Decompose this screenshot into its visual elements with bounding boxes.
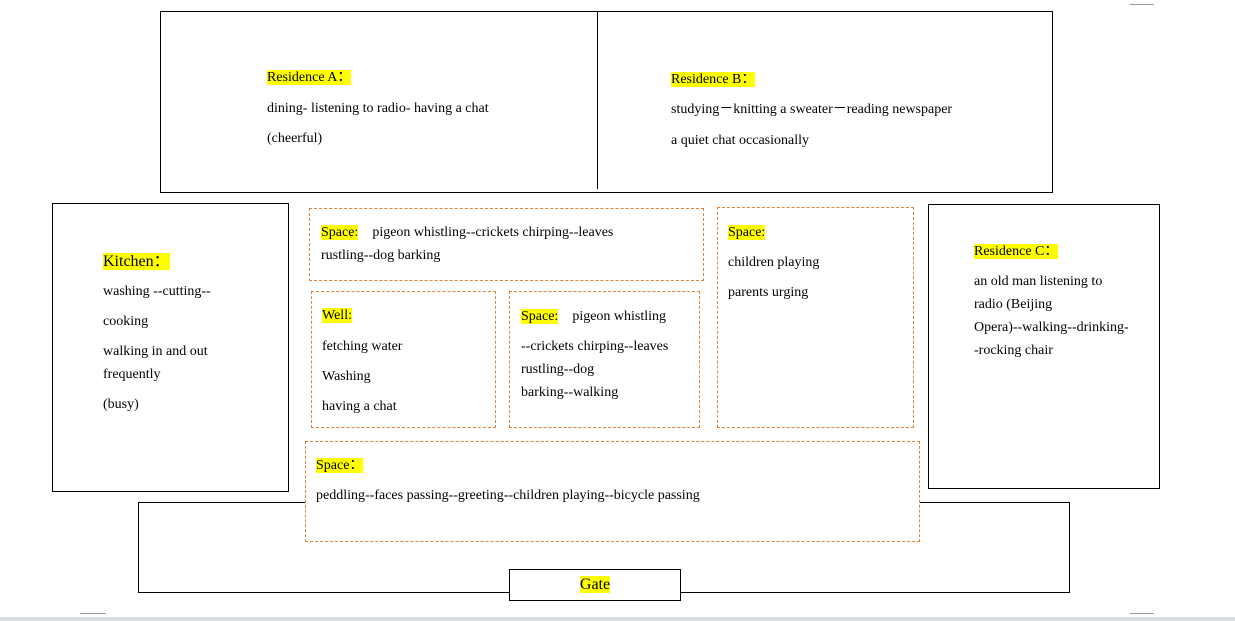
- crop-mark-top-right: [1130, 4, 1154, 5]
- space-top-line-2: rustling--dog barking: [321, 248, 441, 263]
- space-right-line-2: parents urging: [728, 285, 809, 300]
- space-middle-title: Space:: [521, 309, 559, 324]
- residence-c-line-1: an old man listening to: [974, 274, 1103, 289]
- kitchen-title: Kitchen：: [103, 253, 170, 270]
- residence-c-line-2: radio (Beijing: [974, 297, 1053, 312]
- crop-mark-bottom-right-h: [1130, 613, 1154, 614]
- residence-a-mood: (cheerful): [267, 131, 323, 146]
- well-line-2: Washing: [322, 369, 371, 384]
- space-middle-line-4: barking--walking: [521, 385, 619, 400]
- well-line-1: fetching water: [322, 339, 403, 354]
- residence-b-title: Residence B：: [671, 72, 756, 87]
- space-bottom-title: Space：: [316, 458, 364, 473]
- space-bottom-box: [305, 441, 920, 542]
- crop-mark-bottom-left-h: [80, 613, 106, 614]
- residence-a-activities: dining- listening to radio- having a cha…: [267, 101, 489, 116]
- space-right-box: [717, 207, 914, 428]
- space-middle-line-2: --crickets chirping--leaves: [521, 339, 669, 354]
- kitchen-box: [52, 203, 289, 492]
- space-bottom-line-1: peddling--faces passing--greeting--child…: [316, 488, 700, 503]
- well-title: Well:: [322, 308, 352, 323]
- space-middle-box: [509, 291, 700, 428]
- kitchen-line-5: (busy): [103, 397, 139, 412]
- space-right-title: Space:: [728, 225, 766, 240]
- kitchen-line-3: walking in and out: [103, 344, 208, 359]
- window-bottom-bar: [0, 617, 1235, 621]
- space-top-title: Space:: [321, 225, 359, 240]
- space-middle-line-3: rustling--dog: [521, 362, 595, 377]
- well-line-3: having a chat: [322, 399, 397, 414]
- residence-c-line-3: Opera)--walking--drinking-: [974, 320, 1129, 335]
- residence-b-activities: studying－knitting a sweater－reading news…: [671, 102, 953, 117]
- space-top-box: [309, 208, 704, 281]
- kitchen-line-2: cooking: [103, 314, 149, 329]
- gate-label: Gate: [579, 576, 611, 593]
- kitchen-line-4: frequently: [103, 367, 161, 382]
- residence-c-line-4: -rocking chair: [974, 343, 1053, 358]
- residence-b-note: a quiet chat occasionally: [671, 133, 809, 148]
- residence-divider: [597, 11, 598, 189]
- kitchen-line-1: washing --cutting--: [103, 284, 211, 299]
- residence-c-title: Residence C：: [974, 244, 1059, 259]
- space-middle-line-1: Space: pigeon whistling: [521, 309, 667, 324]
- space-right-line-1: children playing: [728, 255, 820, 270]
- residence-a-box: [160, 11, 1053, 193]
- space-top-line-1: Space: pigeon whistling--crickets chirpi…: [321, 225, 614, 240]
- residence-a-title: Residence A：: [267, 70, 352, 85]
